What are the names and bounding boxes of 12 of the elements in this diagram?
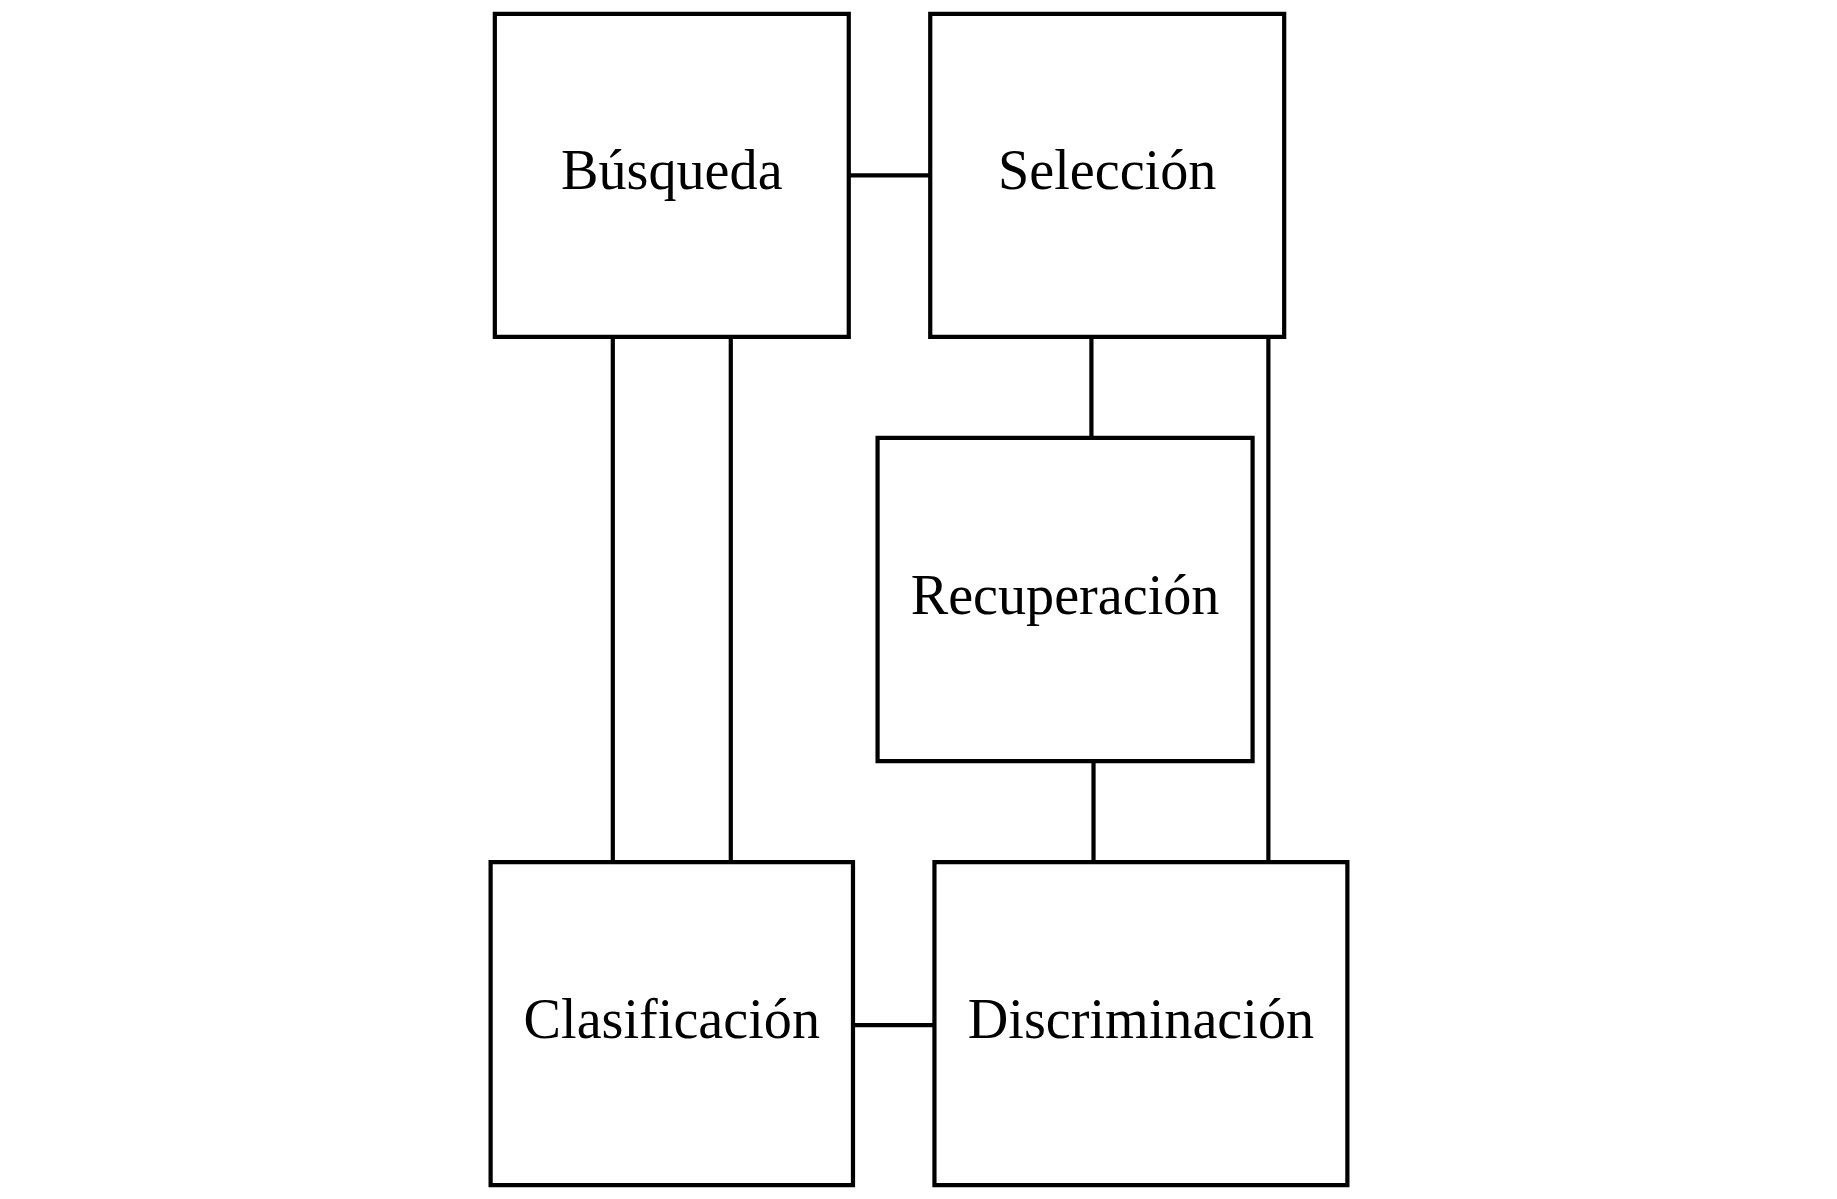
node-box: Recuperación <box>874 435 1255 764</box>
node-box: Discriminación <box>931 860 1349 1188</box>
connector <box>848 173 930 178</box>
connector <box>852 1022 934 1028</box>
connector <box>610 336 615 862</box>
node-box: Selección <box>927 11 1286 339</box>
connector <box>1088 336 1093 438</box>
connector <box>728 336 733 862</box>
connector <box>1090 761 1096 862</box>
node-box: Búsqueda <box>492 11 851 339</box>
connector <box>1265 336 1270 862</box>
node-box: Clasificación <box>488 860 855 1188</box>
